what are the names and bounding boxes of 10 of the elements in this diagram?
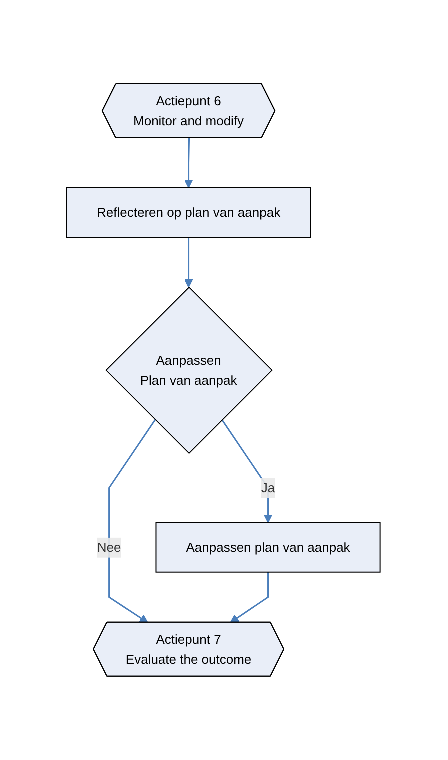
arrow [184,237,194,288]
edge-label: Nee [98,540,122,555]
arrow [108,419,156,624]
node-diamond: Aanpassen Plan van aanpak [106,286,274,454]
arrow [184,138,194,188]
node-box: Aanpassen plan van aanpak [156,522,382,573]
node-box: Reflecteren op plan van aanpak [66,187,312,238]
edge-label: Ja [262,480,276,496]
arrow [222,419,274,524]
arrow [230,572,270,624]
